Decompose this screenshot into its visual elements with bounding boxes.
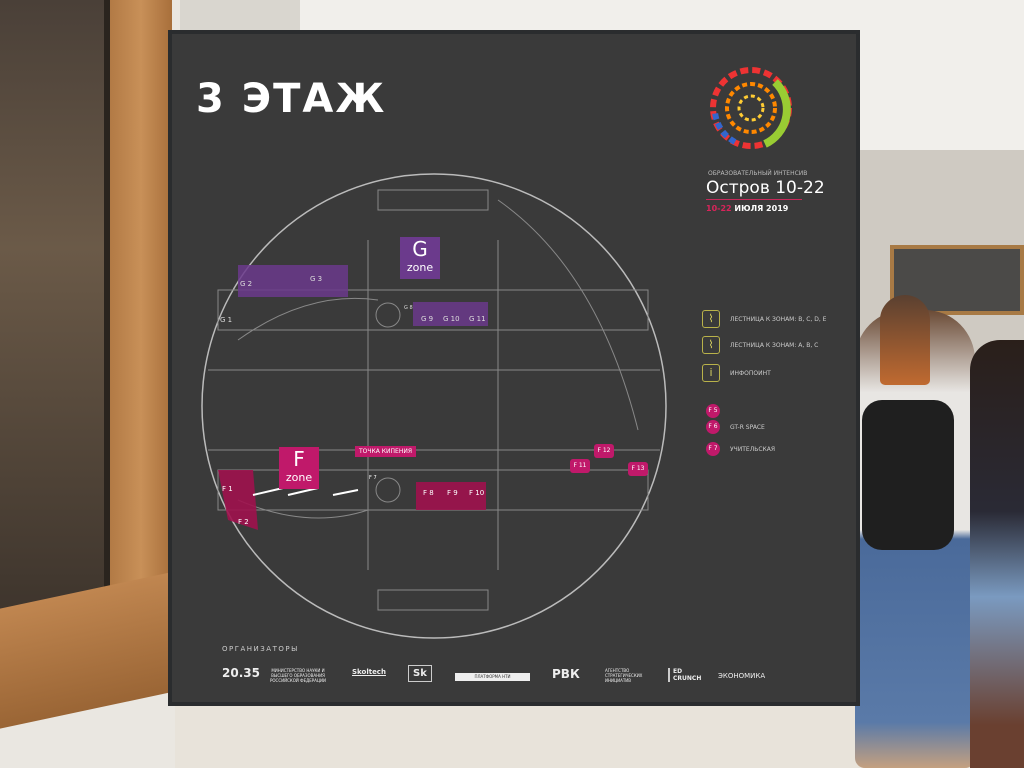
- event-name: Остров 10-22: [706, 178, 825, 198]
- room-f10: F 10: [469, 489, 485, 497]
- room-g1: G 1: [220, 316, 233, 324]
- wooden-window-frame: [110, 0, 172, 600]
- room-f7: F 7: [369, 475, 377, 481]
- legend-label: ЛЕСТНИЦА К ЗОНАМ: A, B, C: [730, 341, 819, 349]
- event-subtitle: ОБРАЗОВАТЕЛЬНЫЙ ИНТЕНСИВ: [708, 170, 808, 177]
- event-logo: [710, 67, 792, 149]
- floor-title: 3 ЭТАЖ: [196, 76, 387, 122]
- sponsor-edcrunch: ED CRUNCH: [668, 668, 703, 682]
- f-zone-area: [218, 470, 258, 530]
- room-f2: F 2: [238, 518, 249, 526]
- g-zone-word: zone: [406, 261, 434, 274]
- sponsor-asi: АГЕНТСТВО СТРАТЕГИЧЕСКИХ ИНИЦИАТИВ: [605, 668, 643, 683]
- sponsor-sk: Sk: [408, 665, 432, 682]
- stairs-icon: ⌇: [702, 310, 720, 328]
- event-dates: 10-22 ИЮЛЯ 2019: [706, 204, 788, 213]
- room-g11: G 11: [469, 315, 486, 323]
- g-zone-badge: G zone: [400, 237, 440, 279]
- window: [0, 0, 110, 620]
- room-g3: G 3: [310, 275, 323, 283]
- room-g8: G 8: [404, 305, 413, 311]
- sponsor-rvk: РВК: [552, 667, 580, 681]
- person-background: [880, 295, 930, 385]
- legend-stairs-bcde: ⌇ ЛЕСТНИЦА К ЗОНАМ: B, C, D, E: [702, 310, 826, 328]
- organizers-title: ОРГАНИЗАТОРЫ: [222, 645, 299, 653]
- legend-label: ЛЕСТНИЦА К ЗОНАМ: B, C, D, E: [730, 315, 827, 323]
- room-f8: F 8: [423, 489, 434, 497]
- dates-range: 10-22: [706, 204, 732, 213]
- legend-teachers-room: F 7 УЧИТЕЛЬСКАЯ: [706, 442, 775, 456]
- floor-map: [201, 173, 667, 639]
- legend-stairs-abc: ⌇ ЛЕСТНИЦА К ЗОНАМ: A, B, C: [702, 336, 818, 354]
- backpack: [862, 400, 954, 550]
- boiling-point-label: ТОЧКА КИПЕНИЯ: [355, 446, 416, 457]
- room-g10: G 10: [443, 315, 460, 323]
- sponsor-2035: 20.35: [222, 666, 260, 680]
- badge-f7: F 7: [706, 442, 720, 456]
- f-zone-badge: F zone: [279, 447, 319, 489]
- sponsor-nti: ПЛАТФОРМА НТИ: [455, 673, 530, 681]
- room-f13: F 13: [628, 462, 648, 476]
- f-zone-word: zone: [285, 471, 313, 484]
- info-icon: i: [702, 364, 720, 382]
- badge-f5: F 5: [706, 404, 720, 418]
- f-zone-letter: F: [293, 447, 305, 471]
- room-g2: G 2: [240, 280, 253, 288]
- room-f9: F 9: [447, 489, 458, 497]
- legend-infopoint: i ИНФОПОИНТ: [702, 364, 771, 382]
- legend-label: GT-R SPACE: [730, 423, 765, 431]
- divider: [706, 199, 802, 200]
- sponsor-skoltech: Skoltech: [352, 668, 386, 676]
- room-g9: G 9: [421, 315, 434, 323]
- legend-gtr-space: F 6 GT-R SPACE: [706, 420, 765, 434]
- stairs-icon: ⌇: [702, 336, 720, 354]
- sponsor-ministry: МИНИСТЕРСТВО НАУКИ И ВЫСШЕГО ОБРАЗОВАНИЯ…: [269, 668, 327, 683]
- room-f11: F 11: [570, 459, 590, 473]
- dates-month: ИЮЛЯ 2019: [731, 204, 789, 213]
- g-zone-letter: G: [412, 237, 428, 261]
- g-zone-area: [238, 265, 348, 297]
- sponsor-economics: ЭКОНОМИКА: [718, 672, 766, 680]
- legend-label: УЧИТЕЛЬСКАЯ: [730, 445, 776, 453]
- person-right: [970, 340, 1024, 768]
- legend-label: ИНФОПОИНТ: [730, 369, 771, 377]
- room-f1: F 1: [222, 485, 233, 493]
- room-f12: F 12: [594, 444, 614, 458]
- badge-f6: F 6: [706, 420, 720, 434]
